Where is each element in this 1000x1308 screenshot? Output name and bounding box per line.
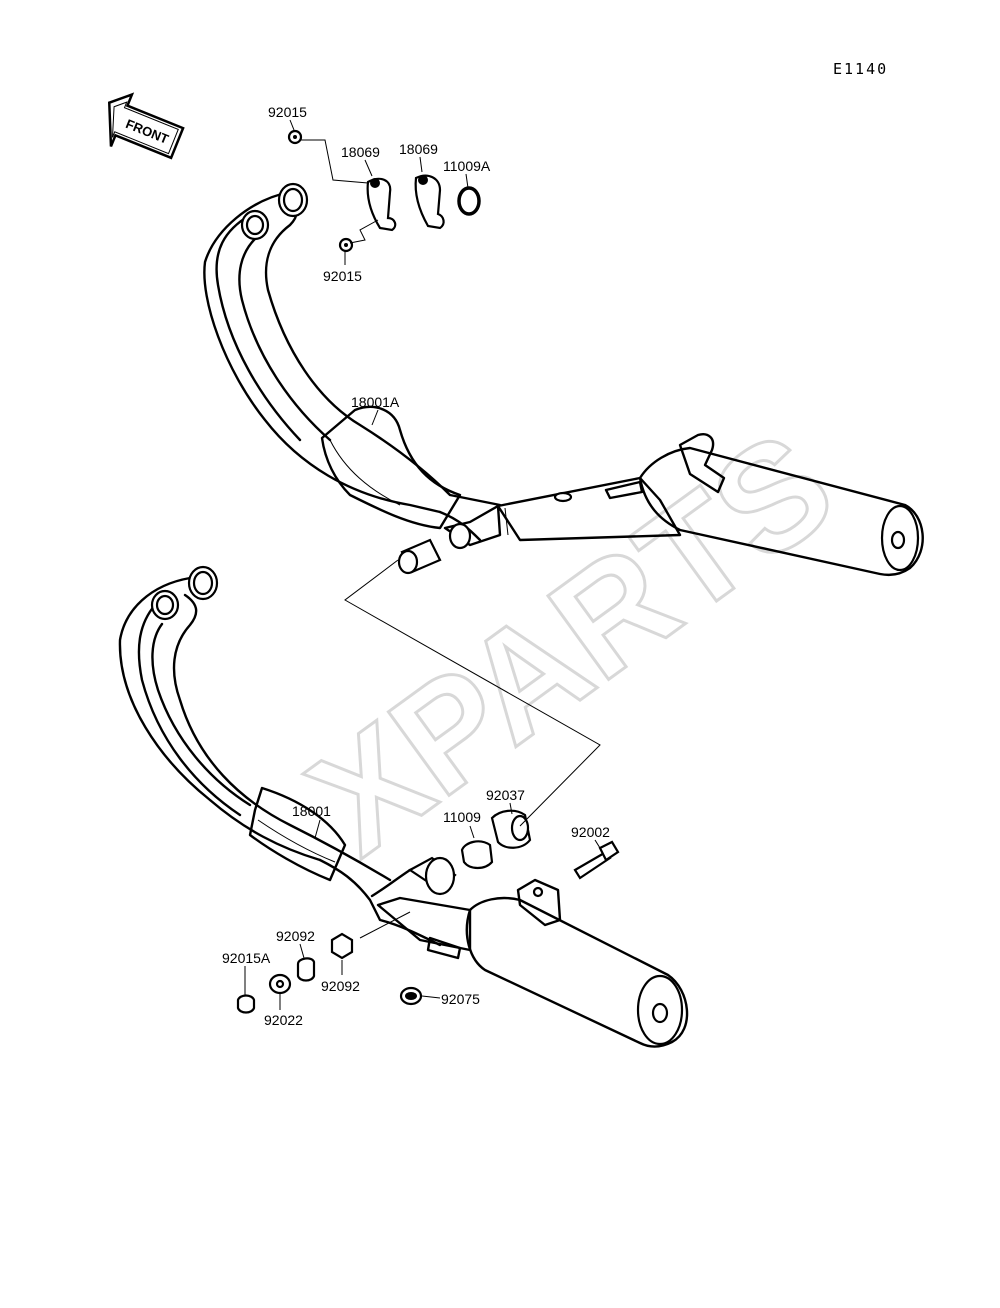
flange-clamp-right (414, 174, 445, 230)
exhaust-assembly-upper (203, 182, 924, 577)
nut-icon-top (287, 129, 303, 145)
nut-icon-bottom (338, 237, 354, 253)
bolt-icon (573, 840, 620, 880)
label-92037: 92037 (486, 787, 525, 803)
label-92015-top: 92015 (268, 104, 307, 120)
label-11009: 11009 (443, 809, 481, 825)
gasket-ring-icon (457, 186, 481, 216)
washer-icon-92022 (268, 973, 292, 995)
label-18001a: 18001A (351, 394, 400, 410)
gasket-sleeve-icon (460, 840, 494, 870)
label-92092-right: 92092 (321, 978, 360, 994)
label-92075: 92075 (441, 991, 480, 1007)
exhaust-assembly-lower (118, 565, 689, 1048)
label-18069-left: 18069 (341, 144, 380, 160)
label-92015a: 92015A (222, 950, 271, 966)
diagram-code: E1140 (833, 60, 888, 78)
label-92015-bottom: 92015 (323, 268, 362, 284)
nut-icon-92092-left (296, 957, 316, 982)
label-18069-right: 18069 (399, 141, 438, 157)
label-18001: 18001 (292, 803, 331, 819)
label-92092-left: 92092 (276, 928, 315, 944)
front-arrow-icon: FRONT (107, 92, 185, 160)
label-92022: 92022 (264, 1012, 303, 1028)
collar-icon-92015a (236, 994, 256, 1014)
flange-clamp-left (366, 177, 397, 232)
rubber-damper-icon-92075 (399, 986, 423, 1006)
pipe-clamp-icon (490, 809, 532, 849)
label-11009a: 11009A (443, 158, 491, 174)
nut-icon-92092-right (330, 932, 354, 960)
label-92002: 92002 (571, 824, 610, 840)
watermark-text: XPARTS (280, 399, 862, 886)
